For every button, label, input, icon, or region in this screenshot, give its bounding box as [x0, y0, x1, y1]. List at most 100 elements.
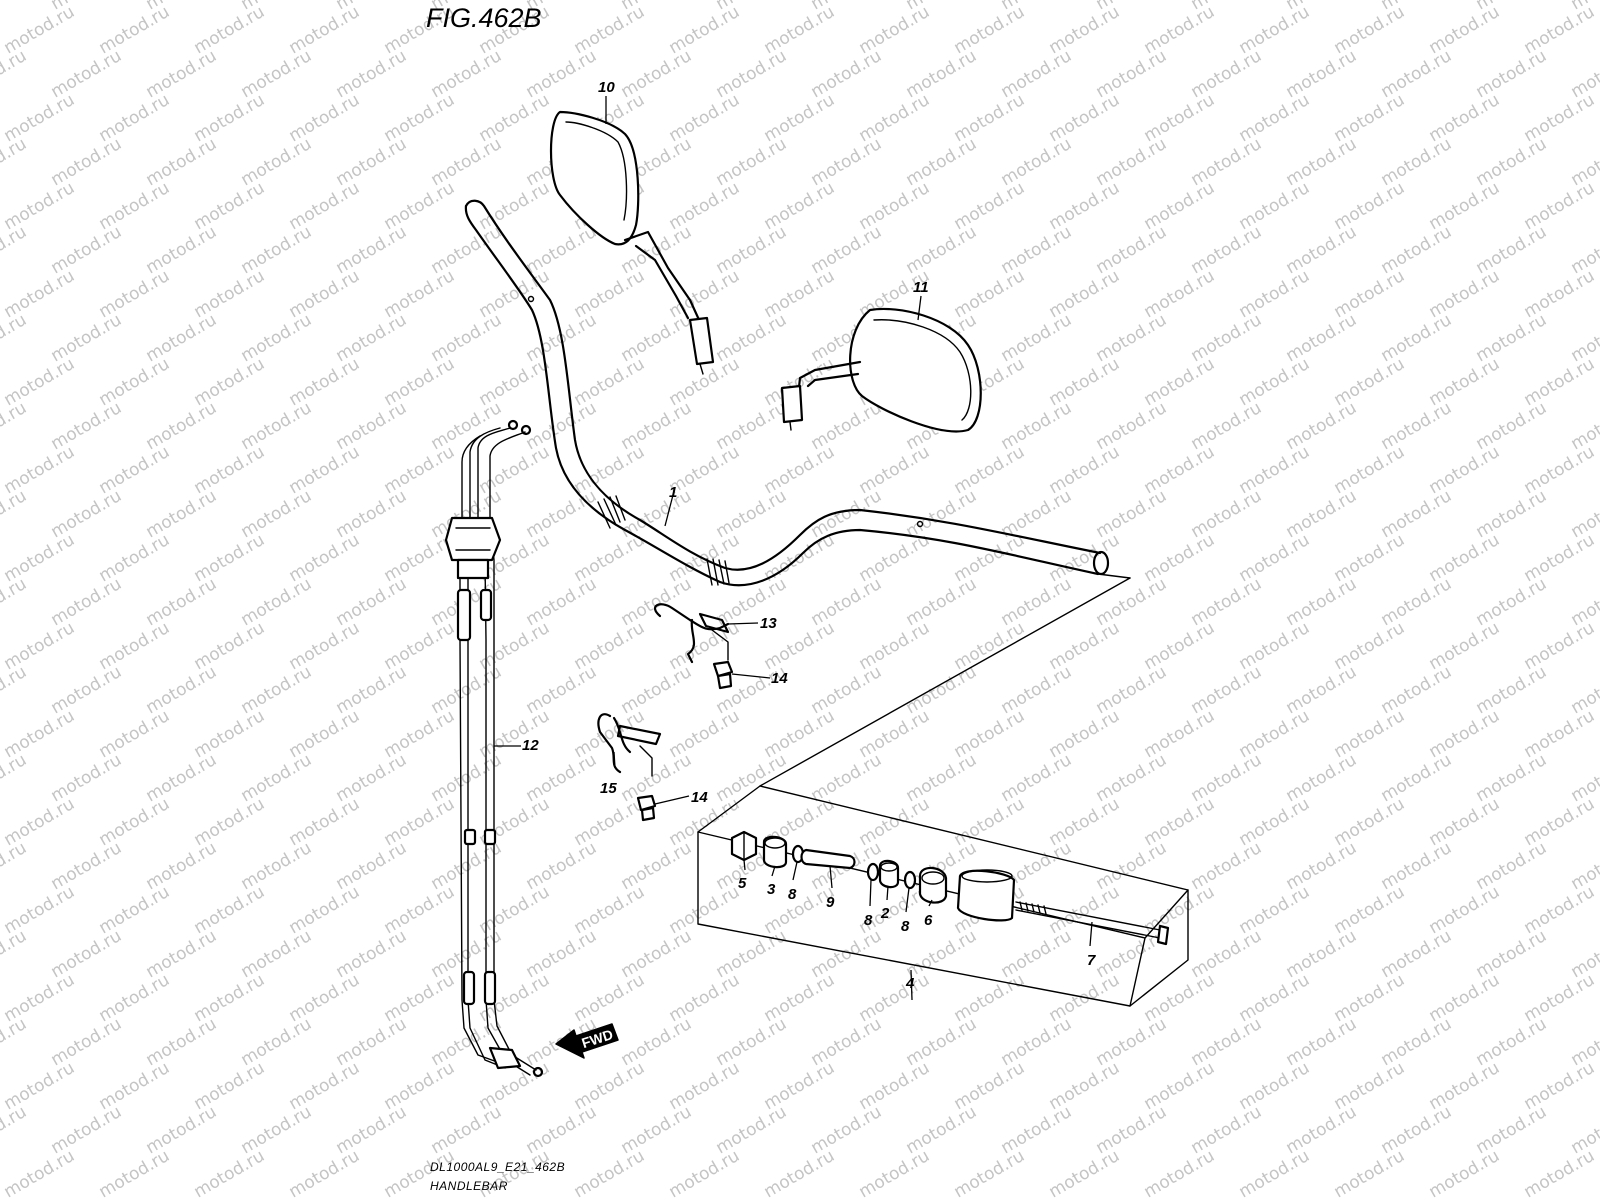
watermark-text: motod.ru — [238, 1014, 316, 1070]
watermark-text: motod.ru — [903, 750, 981, 806]
watermark-text: motod.ru — [1378, 1102, 1456, 1158]
watermark-text: motod.ru — [48, 486, 126, 542]
watermark-text: motod.ru — [333, 750, 411, 806]
watermark-text: motod.ru — [0, 134, 30, 190]
watermark-text: motod.ru — [333, 46, 411, 102]
watermark-text: motod.ru — [1283, 1102, 1361, 1158]
watermark-text: motod.ru — [1093, 574, 1171, 630]
watermark-text: motod.ru — [1093, 750, 1171, 806]
watermark-text: motod.ru — [48, 134, 126, 190]
watermark-text: motod.ru — [998, 134, 1076, 190]
watermark-text: motod.ru — [1473, 750, 1551, 806]
watermark-text: motod.ru — [998, 310, 1076, 366]
watermark-text: motod.ru — [333, 926, 411, 982]
watermark-text: motod.ru — [998, 662, 1076, 718]
watermark-text: motod.ru — [238, 134, 316, 190]
watermark-text: motod.ru — [618, 662, 696, 718]
watermark-text: motod.ru — [1283, 134, 1361, 190]
watermark-text: motod.ru — [143, 750, 221, 806]
watermark-text: motod.ru — [618, 46, 696, 102]
watermark-text: motod.ru — [713, 750, 791, 806]
watermark-text: motod.ru — [523, 750, 601, 806]
watermark-text: motod.ru — [1046, 1146, 1124, 1200]
watermark-text: motod.ru — [998, 926, 1076, 982]
watermark-text: motod.ru — [1188, 398, 1266, 454]
watermark-text: motod.ru — [0, 46, 30, 102]
watermark-text: motod.ru — [0, 1102, 30, 1158]
bolt-14-lower — [636, 794, 657, 822]
callout-3: 3 — [767, 881, 776, 898]
callout-labels: 10 11 1 13 14 14 12 15 5 3 8 9 8 2 8 6 7… — [522, 79, 1096, 992]
watermark-text: motod.ru — [1283, 486, 1361, 542]
watermark-text: motod.ru — [618, 574, 696, 630]
watermark-text: motod.ru — [238, 486, 316, 542]
watermark-text: motod.ru — [1378, 222, 1456, 278]
watermark-text: motod.ru — [428, 46, 506, 102]
watermark-text: motod.ru — [238, 398, 316, 454]
watermark-text: motod.ru — [1283, 662, 1361, 718]
watermark-text: motod.ru — [1141, 1146, 1219, 1200]
callout-14-upper: 14 — [771, 670, 788, 687]
watermark-text: motod.ru — [143, 222, 221, 278]
watermark-text: motod.ru — [903, 46, 981, 102]
watermark-text: motod.ru — [1093, 398, 1171, 454]
watermark-text: motod.ru — [903, 574, 981, 630]
watermark-text: motod.ru — [143, 1102, 221, 1158]
watermark-text: motod.ru — [808, 1102, 886, 1158]
watermark-text: motod.ru — [1473, 1014, 1551, 1070]
watermark-text: motod.ru — [713, 134, 791, 190]
watermark-text: motod.ru — [618, 1014, 696, 1070]
watermark-text: motod.ru — [238, 574, 316, 630]
callout-6: 6 — [924, 912, 933, 929]
watermark-text: motod.ru — [903, 662, 981, 718]
watermark-text: motod.ru — [143, 134, 221, 190]
watermark-text: motod.ru — [523, 46, 601, 102]
watermark-text: motod.ru — [428, 398, 506, 454]
watermark-text: motod.ru — [666, 1146, 744, 1200]
watermark-text: motod.ru — [618, 838, 696, 894]
watermark-text: motod.ru — [333, 486, 411, 542]
watermark-text: motod.ru — [1521, 1146, 1599, 1200]
watermark-text: motod.ru — [903, 134, 981, 190]
watermark-text: motod.ru — [238, 838, 316, 894]
watermark-text: motod.ru — [143, 486, 221, 542]
watermark-text: motod.ru — [238, 926, 316, 982]
callout-8-b: 8 — [864, 912, 873, 929]
watermark-text: motod.ru — [1093, 662, 1171, 718]
watermark-text: motod.ru — [1283, 750, 1361, 806]
watermark-text: motod.ru — [0, 0, 30, 14]
watermark-text: motod.ru — [143, 46, 221, 102]
watermark-text: motod.ru — [1473, 662, 1551, 718]
watermark-text: motod.ru — [428, 134, 506, 190]
watermark-text: motod.ru — [713, 1014, 791, 1070]
watermark-text: motod.ru — [48, 46, 126, 102]
watermark-text: motod.ru — [238, 222, 316, 278]
bolt-14-upper — [712, 660, 734, 690]
watermark-text: motod.ru — [1473, 310, 1551, 366]
watermark-text: motod.ru — [1188, 222, 1266, 278]
watermark-text: motod.ru — [618, 1102, 696, 1158]
watermark-text: motod.ru — [0, 486, 30, 542]
watermark-text: motod.ru — [333, 662, 411, 718]
watermark-text: motod.ru — [1378, 486, 1456, 542]
watermark-text: motod.ru — [1188, 134, 1266, 190]
watermark-text: motod.ru — [96, 1146, 174, 1200]
watermark-text: motod.ru — [618, 398, 696, 454]
watermark-text: motod.ru — [143, 398, 221, 454]
watermark-text: motod.ru — [1188, 1014, 1266, 1070]
watermark-text: motod.ru — [1093, 134, 1171, 190]
watermark-text: motod.ru — [1283, 1014, 1361, 1070]
watermark-text: motod.ru — [1473, 574, 1551, 630]
watermark-text: motod.ru — [808, 46, 886, 102]
watermark-text: motod.ru — [1283, 398, 1361, 454]
clamp-13-drawing — [654, 603, 730, 664]
watermark-text: motod.ru — [808, 486, 886, 542]
watermark-text: motod.ru — [808, 398, 886, 454]
watermark-text: motod.ru — [0, 838, 30, 894]
callout-13: 13 — [760, 615, 777, 632]
callout-7: 7 — [1087, 952, 1096, 969]
watermark-text: motod.ru — [143, 662, 221, 718]
watermark-text: motod.ru — [48, 222, 126, 278]
callout-8-c: 8 — [901, 918, 910, 935]
watermark-text: motod.ru — [1093, 310, 1171, 366]
